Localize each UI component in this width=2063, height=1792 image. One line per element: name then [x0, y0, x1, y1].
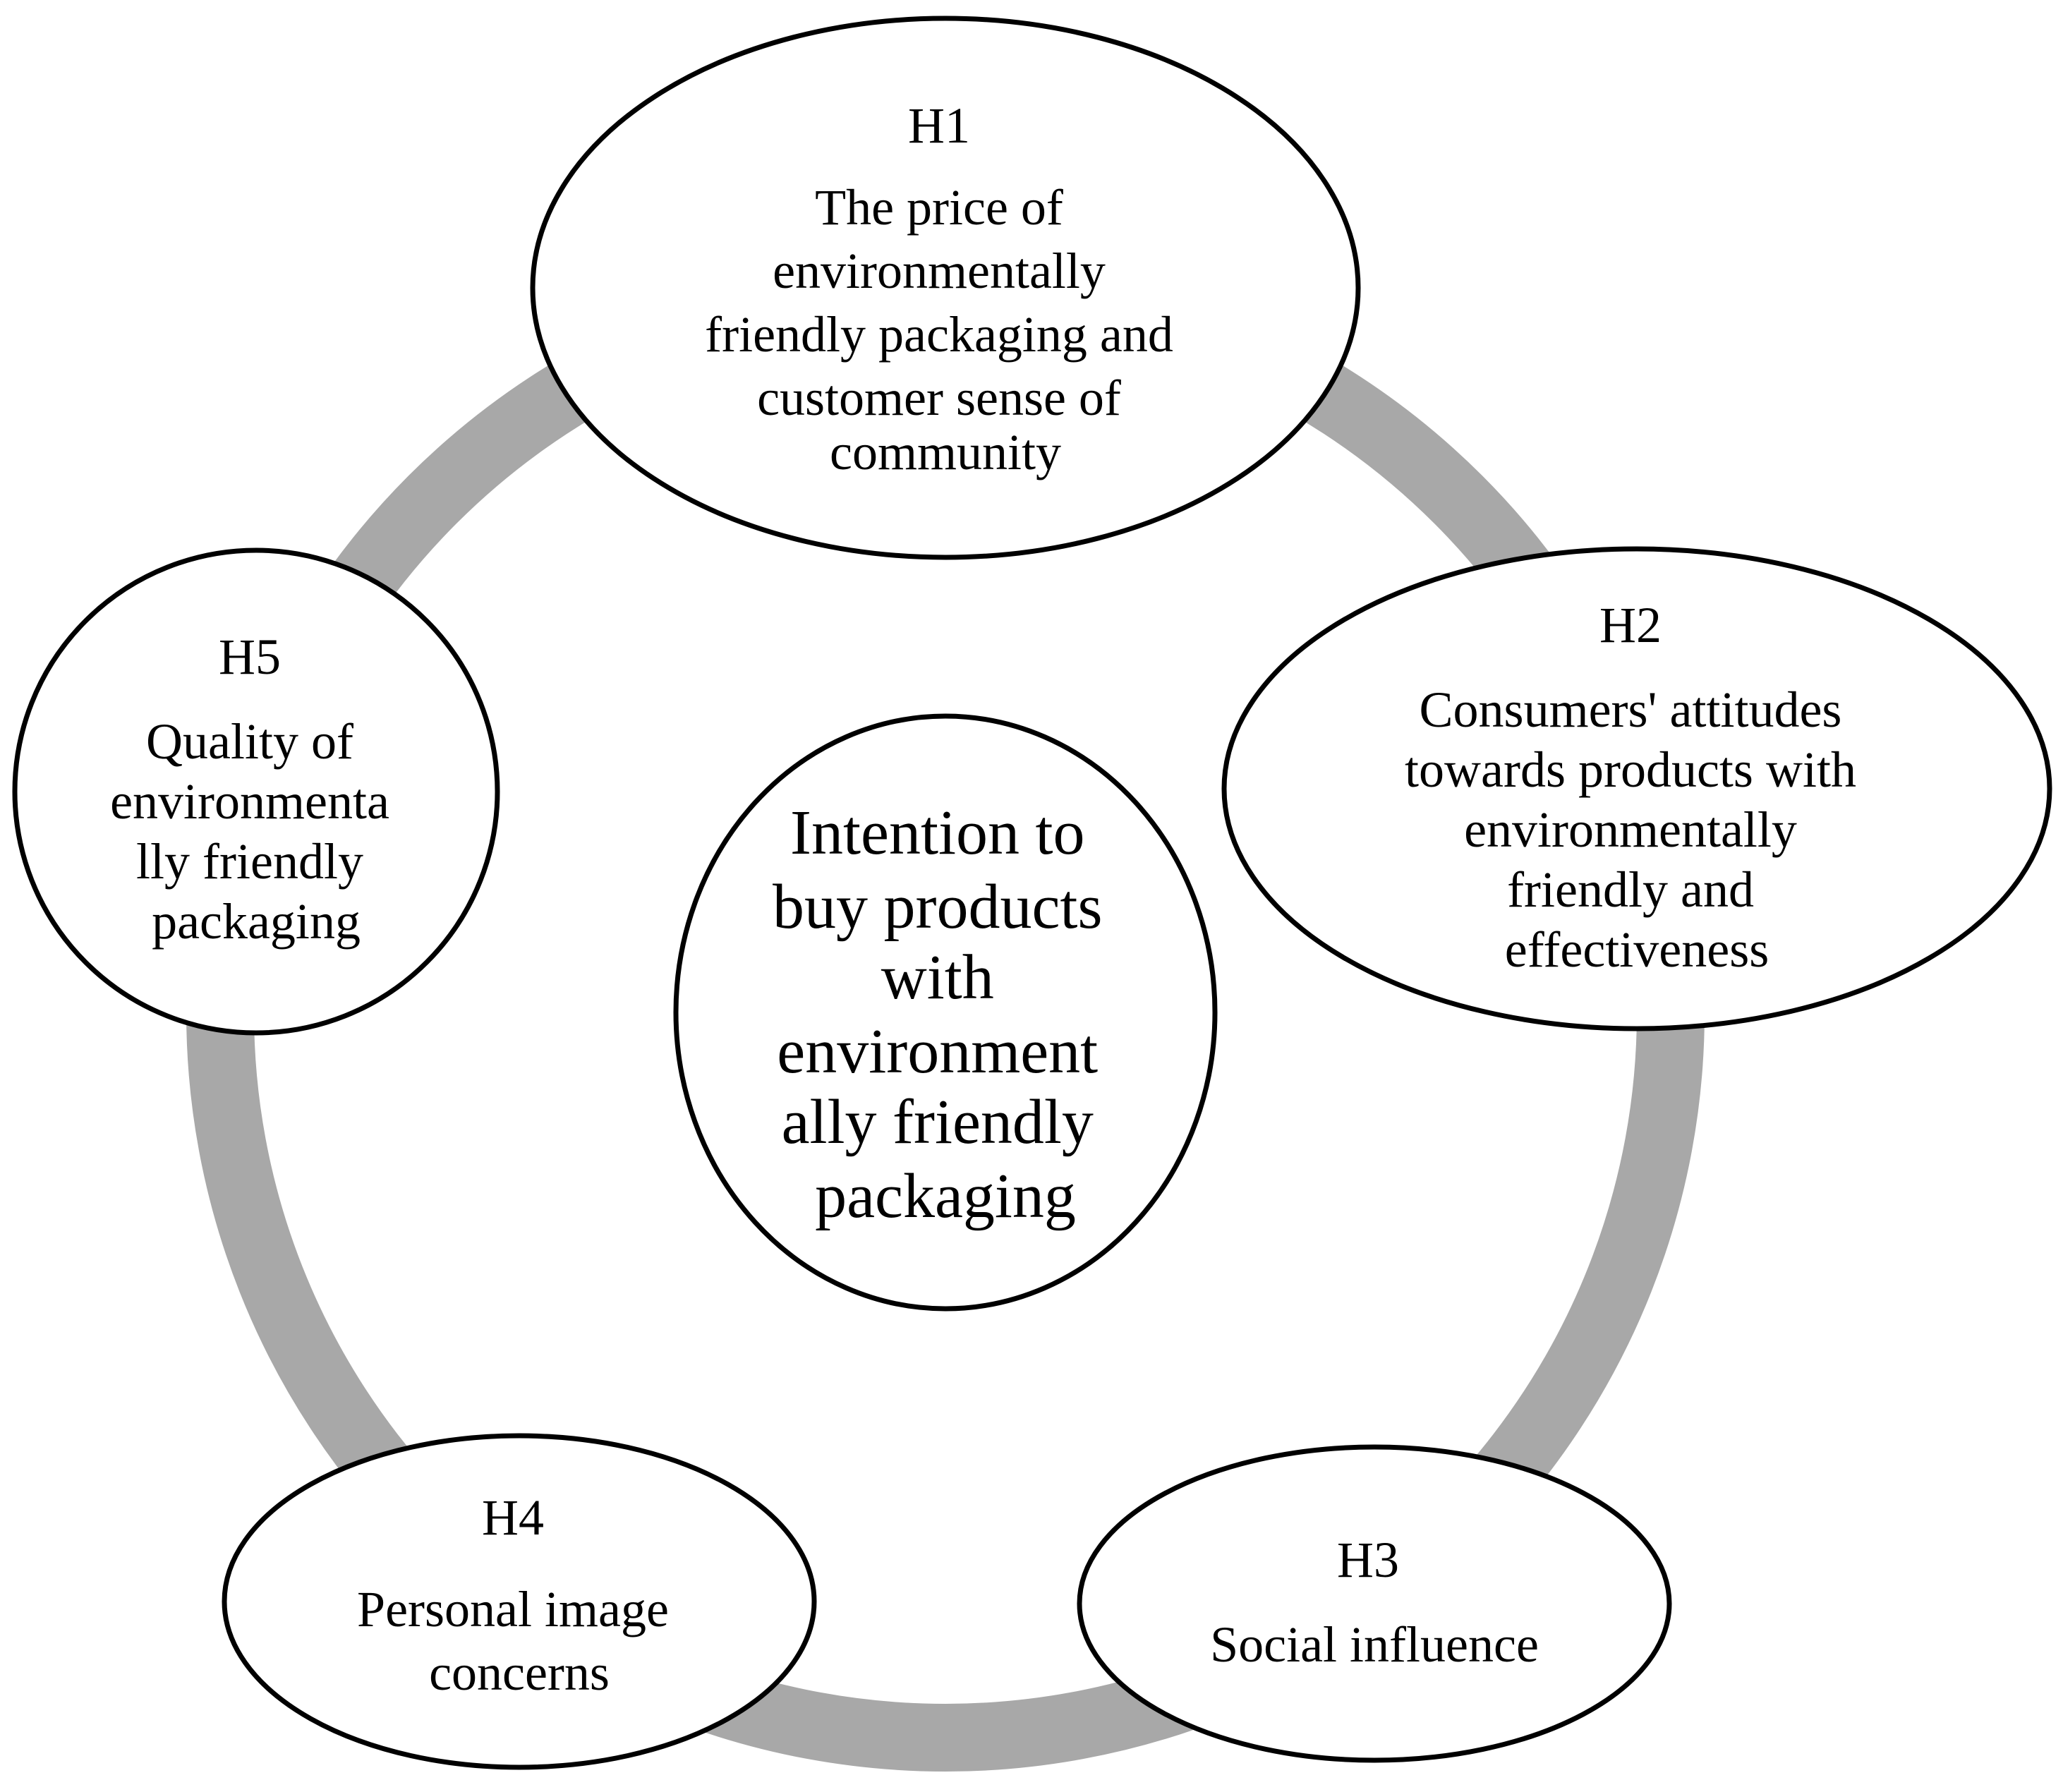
- hypothesis-h4-line: Personal image: [357, 1581, 669, 1637]
- hypothesis-h1-line: customer sense of: [757, 370, 1121, 426]
- hypothesis-node-h1: H1 The price of environmentally friendly…: [530, 16, 1361, 560]
- hypothesis-h2-ellipse: [1221, 546, 2052, 1031]
- central-construct-line: ally friendly: [782, 1087, 1094, 1157]
- hypothesis-h5-line: packaging: [152, 893, 361, 950]
- hypothesis-h1-ellipse: [530, 16, 1361, 560]
- hypothesis-h1-line: The price of: [815, 179, 1063, 236]
- hypothesis-h2-line: effectiveness: [1505, 921, 1769, 978]
- central-construct-line: packaging: [815, 1161, 1076, 1231]
- hypothesis-h2-line: towards products with: [1405, 741, 1856, 798]
- hypothesis-h1-id: H1: [908, 97, 970, 154]
- hypothesis-h2-line: environmentally: [1464, 801, 1797, 858]
- central-construct-line: with: [881, 943, 994, 1012]
- central-construct-node: Intention to buy products with environme…: [673, 713, 1218, 1312]
- hypothesis-h3-label: H3 Social influence: [1210, 1532, 1539, 1673]
- hypothesis-h2-line: friendly and: [1507, 861, 1754, 918]
- hypothesis-h4-label: H4 Personal image concerns: [357, 1489, 682, 1701]
- hypothesis-h2-label: H2 Consumers' attitudes towards products…: [1405, 597, 1869, 978]
- hypothesis-h2-line: Consumers' attitudes: [1420, 682, 1842, 738]
- central-construct-line: Intention to: [790, 798, 1084, 868]
- central-construct-ellipse: [673, 713, 1218, 1312]
- hypothesis-node-h5: H5 Quality of environmenta lly friendly …: [12, 547, 500, 1036]
- central-construct-label: Intention to buy products with environme…: [773, 798, 1118, 1231]
- hypothesis-h4-line: concerns: [429, 1645, 610, 1701]
- hypothesis-h3-id: H3: [1337, 1532, 1399, 1588]
- central-construct-line: environment: [777, 1017, 1098, 1086]
- hypothesis-h4-ellipse: [222, 1433, 817, 1770]
- hypothesis-h1-label: H1 The price of environmentally friendly…: [705, 97, 1186, 480]
- hypothesis-h1-line: community: [830, 424, 1061, 480]
- hypothesis-h4-id: H4: [482, 1489, 544, 1546]
- hypothesis-h3-ellipse: [1077, 1444, 1672, 1763]
- hypothesis-h5-line: environmenta: [110, 773, 389, 830]
- hypothesis-h5-id: H5: [219, 629, 281, 685]
- hypothesis-h1-line: friendly packaging and: [705, 306, 1173, 363]
- hypothesis-h5-line: Quality of: [146, 713, 353, 770]
- hypothesis-h3-line: Social influence: [1210, 1616, 1539, 1673]
- hypothesis-h5-label: H5 Quality of environmenta lly friendly …: [110, 629, 402, 950]
- hypothesis-h2-id: H2: [1599, 597, 1662, 653]
- hypothesis-h5-line: lly friendly: [136, 833, 363, 890]
- hypothesis-node-h4: H4 Personal image concerns: [222, 1433, 817, 1770]
- hypothesis-node-h3: H3 Social influence: [1077, 1444, 1672, 1763]
- hypothesis-h5-circle: [12, 547, 500, 1036]
- hypothesis-h1-line: environmentally: [773, 243, 1106, 299]
- central-construct-line: buy products: [773, 872, 1102, 942]
- hypothesis-node-h2: H2 Consumers' attitudes towards products…: [1221, 546, 2052, 1031]
